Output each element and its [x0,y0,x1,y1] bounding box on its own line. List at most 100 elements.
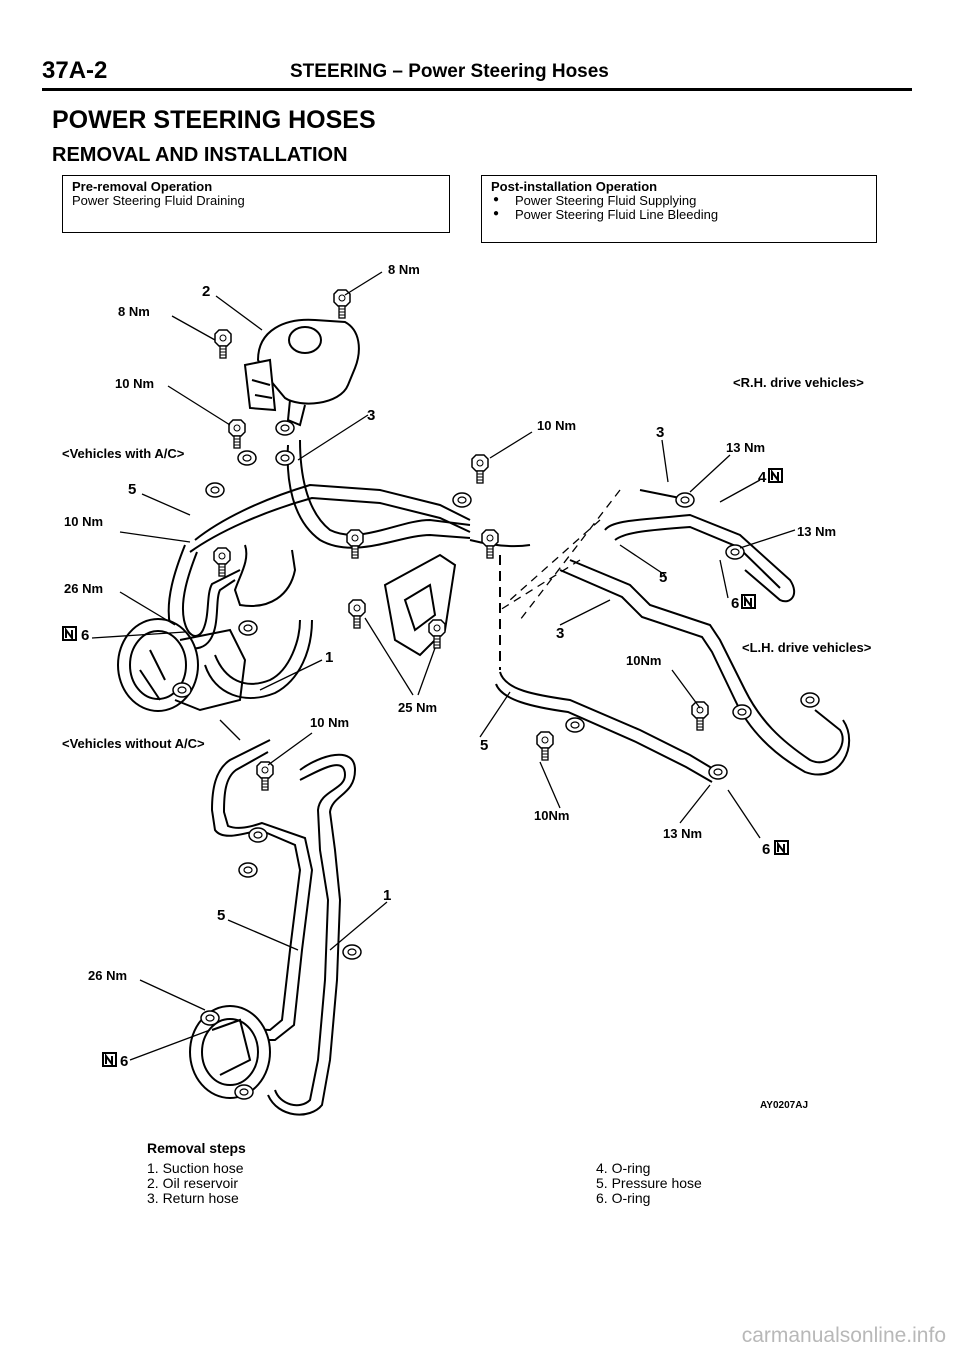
bolt-icon [481,529,499,559]
clamp-icon [732,704,752,720]
part-number-label: 1 [383,887,391,904]
clamp-icon [800,692,820,708]
variant-label: <L.H. drive vehicles> [742,640,872,655]
torque-label: 8 Nm [388,262,420,277]
clamp-icon [708,764,728,780]
bolt-icon [346,529,364,559]
leader-lines [129,732,388,1061]
n-badge-icon [740,593,757,610]
page-subheading: REMOVAL AND INSTALLATION [52,144,348,166]
removal-step: 6. O-ring [596,1190,651,1206]
torque-label: 10Nm [534,808,569,823]
removal-step: 4. O-ring [596,1160,651,1176]
header-title: STEERING – Power Steering Hoses [290,61,609,82]
clamp-icon [452,492,472,508]
torque-label: 8 Nm [118,304,150,319]
clamp-icon [200,1010,220,1026]
pump-without-ac [189,1005,271,1099]
bolt-icon [256,761,274,791]
part-number-label: 3 [656,424,664,441]
pressure-hose-upper [167,483,471,650]
figure-code: AY0207AJ [760,1100,808,1111]
clamp-icon [172,682,192,698]
n-badge-icon [101,1051,118,1068]
clamp-icon [675,492,695,508]
part-number-label: 5 [217,907,225,924]
torque-label: 10Nm [626,653,661,668]
pre-removal-title: Pre-removal Operation [72,179,213,194]
post-installation-title: Post-installation Operation [491,179,658,194]
post-installation-box: Post-installation Operation Power Steeri… [481,175,877,243]
part-number-label: 4 [758,469,767,486]
torque-label: 26 Nm [88,968,127,983]
clamp-icon [237,450,257,466]
torque-label: 13 Nm [663,826,702,841]
variant-label: <R.H. drive vehicles> [733,375,864,390]
part-number-label: 6 [81,627,89,644]
n-badge-icon [61,625,78,642]
clamp-icon [238,620,258,636]
bolt-icon [333,289,351,319]
leader-lines [91,271,436,741]
post-installation-item: Power Steering Fluid Line Bleeding [491,207,867,222]
variant-label: <Vehicles without A/C> [62,736,205,751]
bolt-icon [471,454,489,484]
variant-label: <Vehicles with A/C> [62,446,185,461]
oil-reservoir [243,318,360,427]
suction-hose-upper [204,544,313,699]
header-rule [42,88,912,91]
part-number-label: 6 [731,595,739,612]
bolt-icon [536,731,554,761]
clamp-icon [248,827,268,843]
removal-steps-title: Removal steps [147,1140,246,1156]
clamp-icon [275,420,295,436]
clamp-icon [565,717,585,733]
clamp-icon [238,862,258,878]
torque-label: 26 Nm [64,581,103,596]
clamp-icon [275,450,295,466]
part-number-label: 6 [120,1053,128,1070]
removal-steps-left: 1. Suction hose 2. Oil reservoir 3. Retu… [147,1161,244,1206]
removal-step: 5. Pressure hose [596,1175,702,1191]
leader-lines [479,431,796,839]
torque-label: 13 Nm [726,440,765,455]
bolt-icon [213,547,231,577]
hoses-without-ac [210,739,357,1116]
torque-label: 25 Nm [398,700,437,715]
torque-label: 10 Nm [64,514,103,529]
pressure-hose-right [469,539,716,783]
section-number: 37A-2 [42,57,108,84]
part-number-label: 5 [480,737,488,754]
torque-label: 10 Nm [310,715,349,730]
clamp-icon [342,944,362,960]
n-badge-icon [773,839,790,856]
dashed-guide-lines [499,489,621,621]
pre-removal-box: Pre-removal Operation Power Steering Flu… [62,175,450,233]
bolt-icon [214,329,232,359]
watermark: carmanualsonline.info [741,1324,946,1347]
part-number-label: 1 [325,649,333,666]
torque-label: 10 Nm [537,418,576,433]
removal-step: 3. Return hose [147,1190,239,1206]
return-hose-right [559,489,851,776]
bolt-icon [228,419,246,449]
bolt-icon [691,701,709,731]
part-number-label: 2 [202,283,210,300]
n-badge-icon [767,467,784,484]
bolt-icon [348,599,366,629]
part-number-label: 5 [128,481,136,498]
pre-removal-item: Power Steering Fluid Draining [72,193,245,208]
page-heading: POWER STEERING HOSES [52,106,376,134]
torque-label: 10 Nm [115,376,154,391]
return-hose-upper [286,439,471,549]
clamp-icon [234,1084,254,1100]
torque-label: 13 Nm [797,524,836,539]
post-installation-item: Power Steering Fluid Supplying [491,193,867,208]
clamp-icon [205,482,225,498]
part-number-label: 6 [762,841,770,858]
bracket [383,553,457,657]
part-number-label: 5 [659,569,667,586]
removal-steps-right: 4. O-ring 5. Pressure hose 6. O-ring [596,1161,702,1206]
part-number-label: 3 [367,407,375,424]
